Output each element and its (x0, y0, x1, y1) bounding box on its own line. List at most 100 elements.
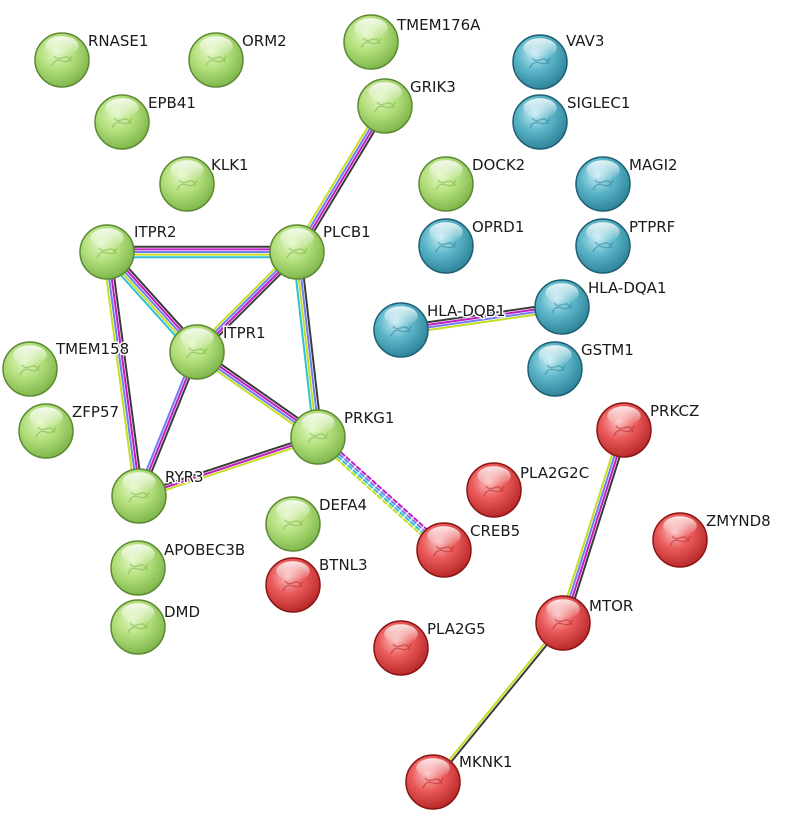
node-mknk1[interactable] (405, 754, 461, 810)
node-label: RNASE1 (88, 32, 148, 50)
structure-icon (282, 519, 304, 531)
structure-icon (35, 426, 57, 438)
node-ptprf[interactable] (575, 218, 631, 274)
edge-ryr3-prkg1[interactable] (137, 433, 320, 500)
node-creb5[interactable] (416, 522, 472, 578)
node-hla-dqa1[interactable] (534, 279, 590, 335)
node-label-halo: KLK1 (211, 156, 249, 174)
node-grik3[interactable] (357, 78, 413, 134)
node-label-halo: APOBEC3B (164, 541, 245, 559)
node-hla-dqb1[interactable] (373, 302, 429, 358)
edge-line-yellow (294, 251, 318, 439)
node-label-halo: PLCB1 (323, 223, 371, 241)
node-plcb1[interactable] (269, 224, 325, 280)
node-label-halo: MKNK1 (459, 753, 512, 771)
edge-mtor-mknk1[interactable] (430, 621, 566, 784)
node-label-halo: BTNL3 (319, 556, 368, 574)
node-btnl3[interactable] (265, 557, 321, 613)
structure-icon (552, 618, 574, 630)
node-defa4[interactable] (265, 496, 321, 552)
node-label-halo: TMEM176A (396, 16, 481, 34)
node-epb41[interactable] (94, 94, 150, 150)
node-prkcz[interactable] (596, 402, 652, 458)
edge-line-magenta (107, 250, 142, 497)
node-itpr2[interactable] (79, 224, 135, 280)
node-label-halo: DEFA4 (319, 496, 367, 514)
node-ryr3[interactable] (111, 468, 167, 524)
edge-itpr2-ryr3[interactable] (102, 250, 144, 498)
structure-icon (51, 55, 73, 67)
edge-line-cyan (292, 251, 316, 439)
node-label: CREB5 (470, 522, 520, 540)
node-label-halo: CREB5 (470, 522, 520, 540)
node-rnase1[interactable] (34, 32, 90, 88)
node-highlight (354, 18, 388, 38)
edge-line-black (433, 622, 566, 784)
node-label: EPB41 (148, 94, 196, 112)
node-gstm1[interactable] (527, 341, 583, 397)
node-orm2[interactable] (188, 32, 244, 88)
node-tmem158[interactable] (2, 341, 58, 397)
edge-line-magenta (319, 433, 448, 549)
edge-grik3-plcb1[interactable] (292, 102, 390, 256)
edge-prkcz-mtor[interactable] (558, 427, 629, 626)
node-highlight (105, 98, 139, 118)
edge-line-blue (294, 104, 385, 253)
node-oprd1[interactable] (418, 218, 474, 274)
node-label: MTOR (589, 597, 633, 615)
node-itpr1[interactable] (169, 324, 225, 380)
node-prkg1[interactable] (290, 409, 346, 465)
node-zfp57[interactable] (18, 403, 74, 459)
node-label-halo: ZFP57 (72, 403, 119, 421)
node-label-halo: RNASE1 (88, 32, 148, 50)
node-pla2g5[interactable] (373, 620, 429, 676)
structure-icon (422, 777, 444, 789)
node-highlight (170, 160, 204, 180)
node-label: ZFP57 (72, 403, 119, 421)
structure-icon (111, 117, 133, 129)
node-label: TMEM176A (396, 16, 481, 34)
node-highlight (280, 228, 314, 248)
edge-line-black (299, 250, 323, 438)
node-label: SIGLEC1 (567, 94, 630, 112)
node-label-halo: PLA2G2C (520, 464, 589, 482)
edge-plcb1-prkg1[interactable] (292, 250, 323, 439)
node-highlight (121, 603, 155, 623)
node-label: HLA-DQB1 (427, 302, 506, 320)
node-highlight (523, 98, 557, 118)
node-label-halo: ORM2 (242, 32, 287, 50)
edge-line-yellow (314, 438, 443, 554)
node-dock2[interactable] (418, 156, 474, 212)
edge-prkg1-creb5[interactable] (314, 433, 448, 554)
edge-line-black (565, 430, 629, 626)
structure-icon (390, 643, 412, 655)
node-label-halo: MTOR (589, 597, 633, 615)
node-label: OPRD1 (472, 218, 524, 236)
node-highlight (429, 222, 463, 242)
node-siglec1[interactable] (512, 94, 568, 150)
node-highlight (427, 526, 461, 546)
structure-icon (544, 364, 566, 376)
structure-icon (551, 302, 573, 314)
edge-itpr2-plcb1[interactable] (106, 245, 298, 259)
node-highlight (477, 466, 511, 486)
node-label-halo: VAV3 (566, 32, 604, 50)
node-zmynd8[interactable] (652, 512, 708, 568)
node-label: BTNL3 (319, 556, 368, 574)
node-magi2[interactable] (575, 156, 631, 212)
node-mtor[interactable] (535, 595, 591, 651)
node-label: PLA2G5 (427, 620, 486, 638)
node-highlight (276, 561, 310, 581)
node-apobec3b[interactable] (110, 540, 166, 596)
node-klk1[interactable] (159, 156, 215, 212)
node-label: RYR3 (165, 468, 204, 486)
node-label: ZMYND8 (706, 512, 771, 530)
edge-line-yellow (430, 621, 563, 783)
edge-line-yellow (558, 427, 622, 623)
node-tmem176a[interactable] (343, 14, 399, 70)
node-highlight (180, 328, 214, 348)
structure-icon (19, 364, 41, 376)
node-dmd[interactable] (110, 599, 166, 655)
node-vav3[interactable] (512, 34, 568, 90)
node-pla2g2c[interactable] (466, 462, 522, 518)
